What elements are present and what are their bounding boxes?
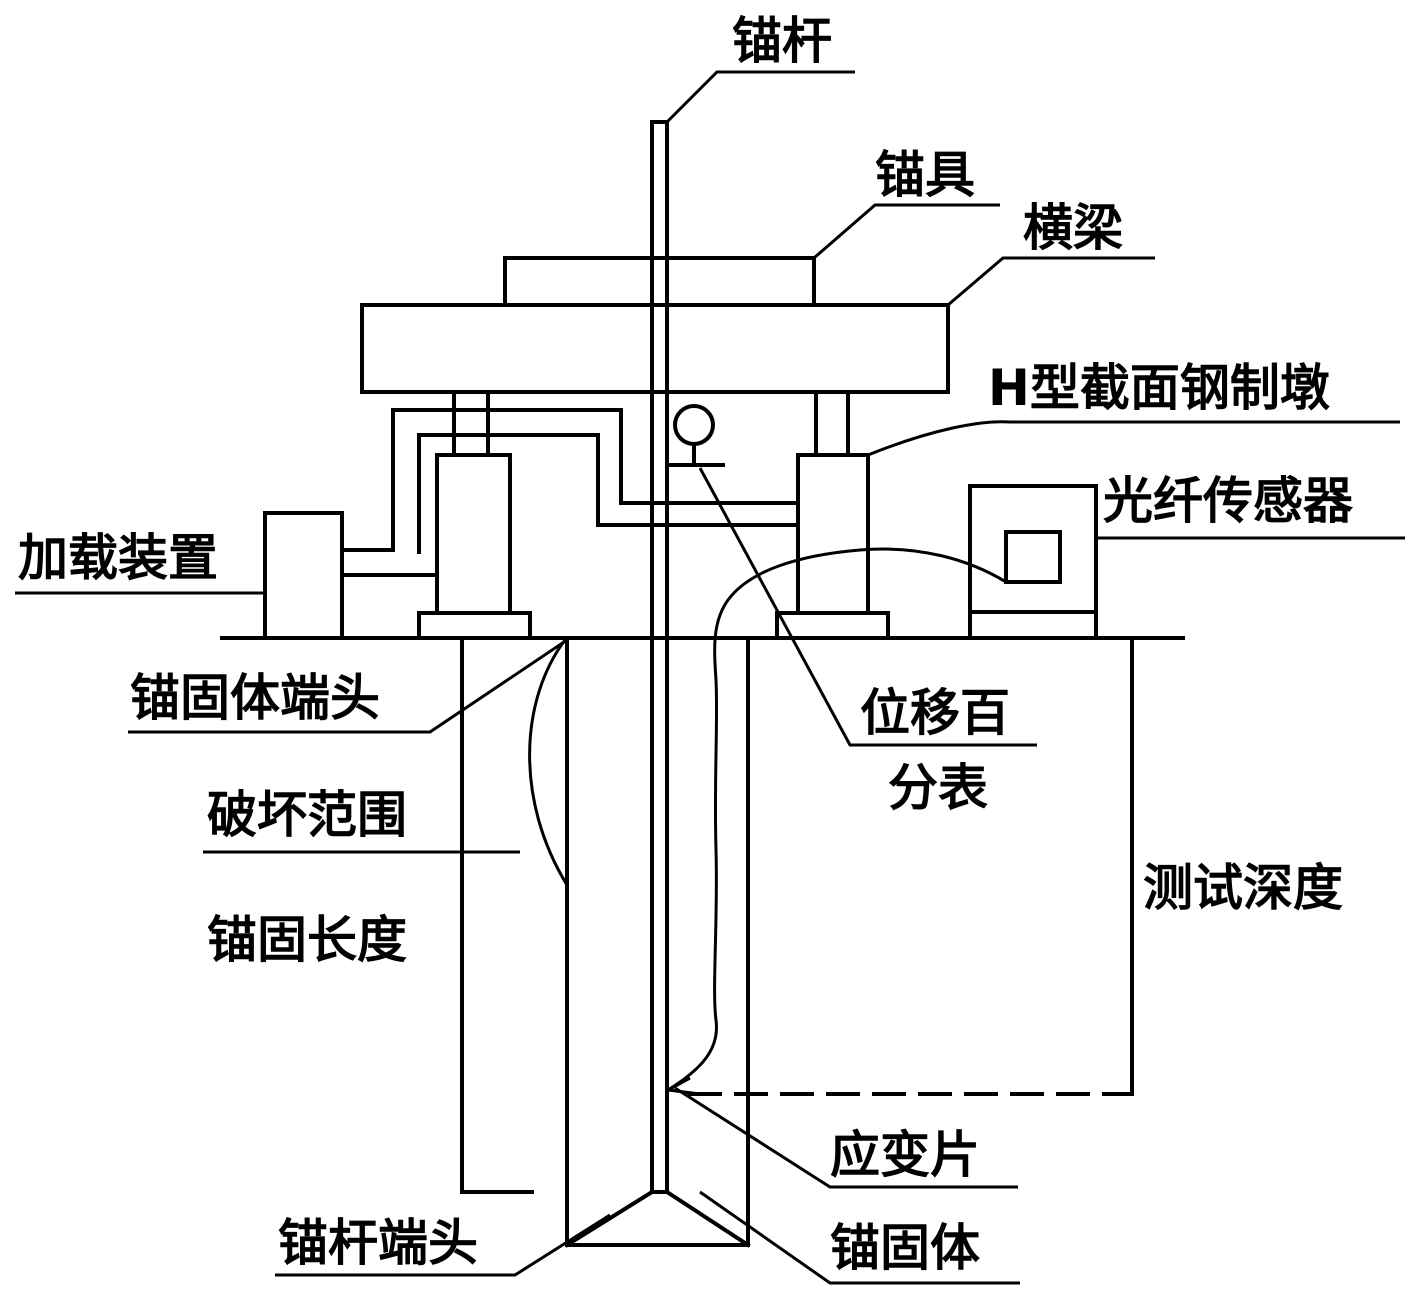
label-loading-device: 加载装置 [18,529,218,587]
label-test-depth: 测试深度 [1143,859,1343,917]
dial-gauge [665,404,725,467]
label-crossbeam: 横梁 [1023,199,1123,257]
leader-lines [15,70,1405,1285]
loading-device [263,511,344,640]
crossbeam [360,303,950,394]
label-anchor-body: 锚固体 [830,1219,980,1277]
label-anchor-body-end: 锚固体端头 [130,669,380,727]
label-anchor-length: 锚固长度 [207,911,407,969]
anchor-rod [650,120,669,1194]
hydraulic-pipes [340,408,800,577]
label-anchorage: 锚具 [875,146,975,204]
fiber-cable [667,547,1007,1092]
strain-gauge-marker [667,1076,701,1096]
fiber-sensor [968,484,1098,640]
label-dial-gauge-1: 位移百 [860,684,1010,742]
label-anchor-rod: 锚杆 [732,12,832,70]
label-strain-gauge: 应变片 [830,1126,980,1184]
label-fiber-sensor: 光纤传感器 [1103,472,1354,530]
test-depth-dimension [688,638,1134,1096]
anchor-rod-end [564,1190,751,1248]
right-h-steel-pier [775,390,890,640]
anchorage-block [503,256,816,307]
anchor-body [565,636,750,1247]
label-dial-gauge-2: 分表 [888,759,988,817]
left-jack [417,390,532,640]
failure-range-arc [528,639,569,886]
label-h-steel-pier: H型截面钢制墩 [988,359,1330,417]
anchor-length-dimension [460,638,534,1194]
label-anchor-rod-end: 锚杆端头 [278,1214,478,1272]
label-failure-range: 破坏范围 [207,786,407,844]
